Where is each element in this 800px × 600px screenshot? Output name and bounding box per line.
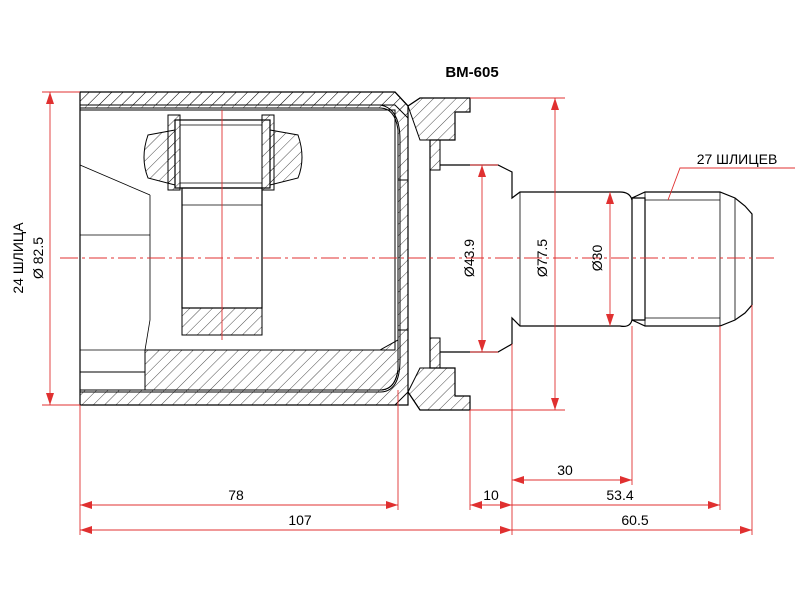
dim-78-label: 78 xyxy=(228,487,244,503)
diameter-77-5-dimension xyxy=(470,97,565,411)
dim-30 xyxy=(512,476,632,484)
outer-splines-label: 24 ШЛИЦА xyxy=(10,222,26,294)
outer-diameter-dimension xyxy=(42,91,80,406)
inner-splines-label: 27 ШЛИЦЕВ xyxy=(697,151,778,167)
diameter-43-9-dimension xyxy=(470,164,498,353)
diameter-77-5-label: Ø77.5 xyxy=(534,239,550,277)
inner-splines-leader xyxy=(667,167,795,201)
dim-10 xyxy=(470,501,512,509)
dim-53-4 xyxy=(512,501,720,509)
dim-30-label: 30 xyxy=(557,462,573,478)
dim-60-5 xyxy=(512,526,752,534)
dim-53-4-label: 53.4 xyxy=(606,487,633,503)
tripod-roller xyxy=(143,110,303,340)
diameter-30-label: Ø30 xyxy=(589,245,605,272)
dim-78 xyxy=(80,501,398,509)
housing xyxy=(79,91,409,406)
flange xyxy=(407,97,471,411)
diameter-30-dimension xyxy=(606,192,614,326)
dim-107-label: 107 xyxy=(288,512,312,528)
dim-60-5-label: 60.5 xyxy=(621,512,648,528)
outer-diameter-label: Ø 82.5 xyxy=(30,237,46,279)
dim-107 xyxy=(80,526,512,534)
extension-lines xyxy=(79,305,753,535)
part-number-title: BM-605 xyxy=(445,64,498,81)
dim-10-label: 10 xyxy=(483,487,499,503)
diameter-43-9-label: Ø43.9 xyxy=(461,239,477,277)
